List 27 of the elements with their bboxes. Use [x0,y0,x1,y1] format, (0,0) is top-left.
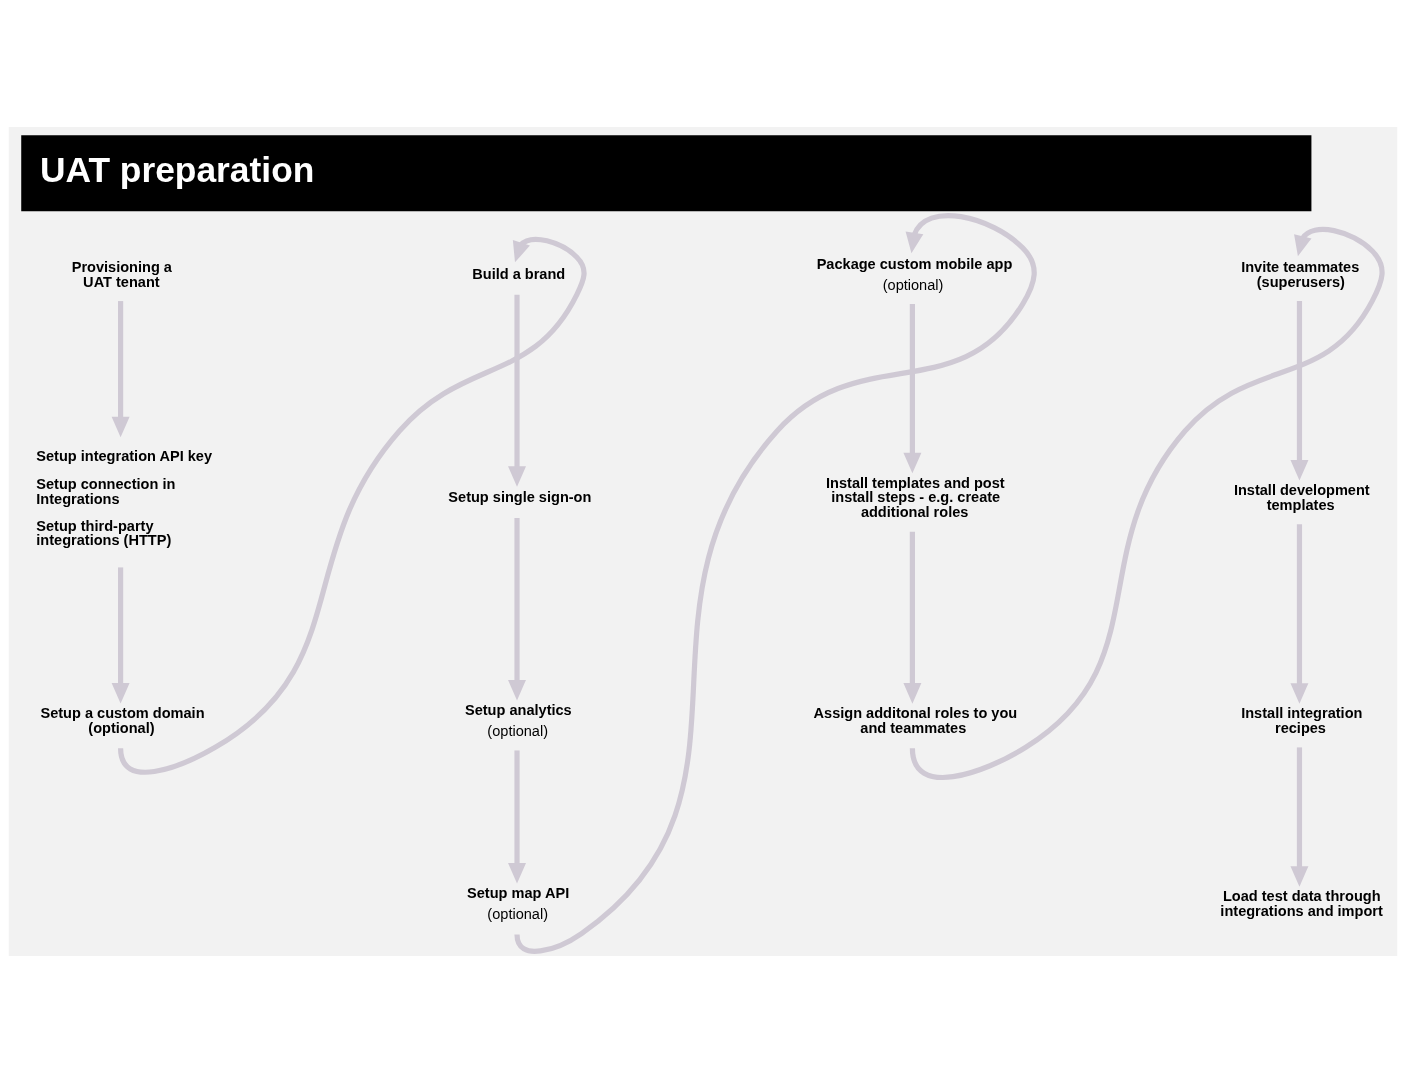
node-text: Setup a custom domain (optional) [40,704,205,736]
node-text: Package custom mobile app (optional) [816,255,1013,293]
node-text: Setup analytics (optional) [464,701,572,739]
arrow [111,300,130,437]
arrow [1290,300,1309,480]
arrow [903,531,922,704]
diagram-title: UAT preparation [39,149,315,189]
node-text: Install development templates [1233,481,1370,513]
node-text: Install templates and post install steps - e.g. create additional roles [826,474,1005,520]
node-text: Setup integration API key Setup connection in Integrations Setup third-party integrations (HTTP) [36,447,212,548]
node-text: Load test data through integrations and import [1220,887,1383,919]
arrow [111,566,130,704]
arrow [508,294,526,487]
arrow [508,517,526,700]
arrow [514,212,1037,953]
node-text: Assign additonal roles to you and teammates [813,704,1018,736]
arrow [118,236,587,775]
arrow [1290,523,1309,704]
node-text: Setup single sign-on [448,488,592,505]
arrow [903,303,922,473]
arrow [1290,746,1309,887]
node-text: Provisioning a UAT tenant [71,258,172,290]
node-text: Build a brand [472,265,566,282]
node-text: Invite teammates (superusers) [1241,258,1360,290]
node-text: Setup map API (optional) [467,884,570,922]
arrow [508,749,526,884]
node-text: Install integration recipes [1241,704,1363,736]
